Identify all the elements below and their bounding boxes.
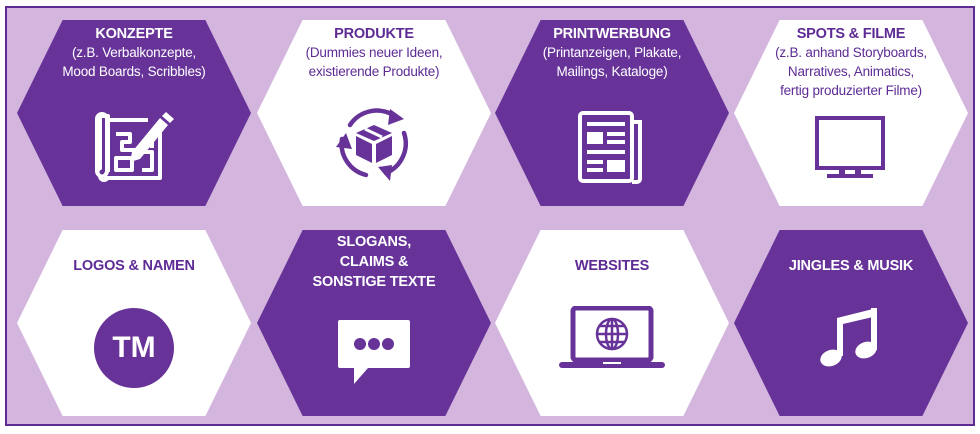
tile-title: LOGOS & NAMEN xyxy=(73,258,195,274)
trademark-text: TM xyxy=(112,331,156,364)
speech-bubble-icon xyxy=(338,320,410,384)
tile-subtitle: (Dummies neuer Ideen,existierende Produk… xyxy=(305,45,443,79)
tile-title: KONZEPTE xyxy=(95,26,173,42)
tile-title: PRINTWERBUNG xyxy=(553,26,671,42)
tile-slogans: SLOGANS,CLAIMS &SONSTIGE TEXTE xyxy=(257,230,491,416)
tile-printwerbung: PRINTWERBUNG (Printanzeigen, Plakate,Mai… xyxy=(495,20,729,206)
tile-title: SLOGANS,CLAIMS &SONSTIGE TEXTE xyxy=(312,234,436,290)
tile-websites: WEBSITES xyxy=(495,230,729,416)
tile-title: PRODUKTE xyxy=(334,26,414,42)
tile-logos-namen: LOGOS & NAMEN TM xyxy=(17,230,251,416)
music-note-icon xyxy=(820,308,877,367)
tile-title: JINGLES & MUSIK xyxy=(788,258,914,274)
tile-subtitle: (z.B. anhand Storyboards,Narratives, Ani… xyxy=(775,45,927,98)
tile-jingles-musik: JINGLES & MUSIK xyxy=(734,230,968,416)
tile-subtitle: (Printanzeigen, Plakate,Mailings, Katalo… xyxy=(542,45,682,79)
newspaper-icon xyxy=(578,111,642,184)
blueprint-pencil-icon xyxy=(95,112,174,182)
box-cycle-icon xyxy=(336,108,408,181)
tile-subtitle: (z.B. Verbalkonzepte,Mood Boards, Scribb… xyxy=(62,45,206,79)
tile-title: WEBSITES xyxy=(574,258,650,274)
tile-produkte: PRODUKTE (Dummies neuer Ideen,existieren… xyxy=(257,20,491,206)
tile-title: SPOTS & FILME xyxy=(796,26,906,42)
trademark-icon: TM xyxy=(94,308,174,388)
tile-spots-filme: SPOTS & FILME (z.B. anhand Storyboards,N… xyxy=(734,20,968,206)
laptop-globe-icon xyxy=(559,306,665,368)
tv-monitor-icon xyxy=(815,116,885,178)
tile-konzepte: KONZEPTE (z.B. Verbalkonzepte,Mood Board… xyxy=(17,20,251,206)
